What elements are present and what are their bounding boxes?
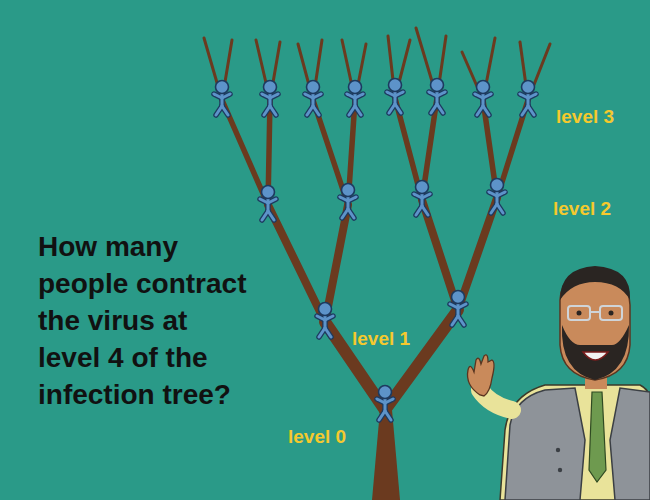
- question-text: How many people contract the virus at le…: [38, 228, 252, 413]
- infected-people: [214, 79, 536, 421]
- teacher-figure: [468, 266, 650, 500]
- level-label: level 1: [352, 328, 410, 350]
- level-label: level 2: [553, 198, 611, 220]
- tree-branches: [204, 28, 550, 500]
- level-label: level 0: [288, 426, 346, 448]
- level-label: level 3: [556, 106, 614, 128]
